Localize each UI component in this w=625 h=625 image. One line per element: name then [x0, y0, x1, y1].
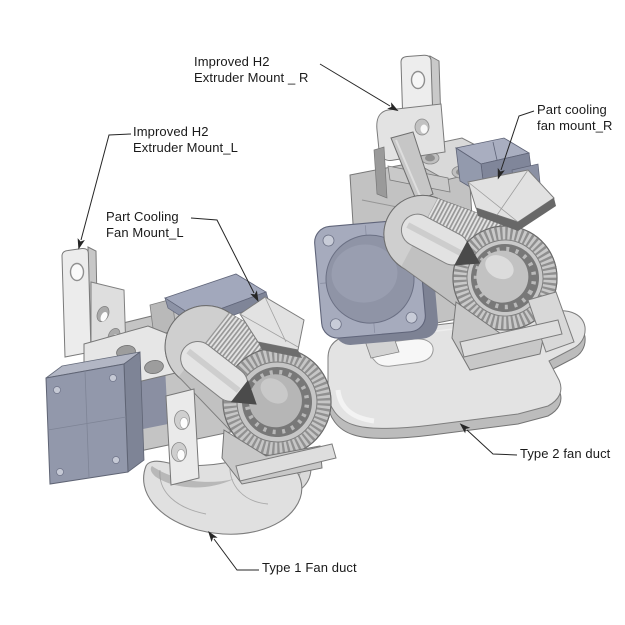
leader-extruder-mount-r — [319, 63, 399, 112]
lower-housing-left — [221, 429, 337, 485]
label-type1-fan-duct: Type 1 Fan duct — [262, 560, 357, 575]
label-fan-mount-l: Part Cooling Fan Mount_L — [106, 209, 184, 240]
lower-housing-right — [451, 291, 575, 371]
right-assembly — [314, 54, 586, 439]
motor-screw — [112, 456, 120, 464]
mount-hole — [414, 118, 430, 136]
leader-lines — [77, 63, 535, 571]
wedge-bracket-left — [239, 296, 305, 358]
leader-extruder-mount-l — [77, 133, 132, 250]
arm-hole — [144, 359, 164, 375]
leader-fan-mount-r — [497, 110, 535, 180]
label-extruder-mount-l: Improved H2 Extruder Mount_L — [133, 124, 238, 155]
hotend-barrel-right — [400, 213, 481, 266]
label-extruder-mount-r: Improved H2 Extruder Mount _ R — [194, 54, 309, 85]
fan-screw-hole — [322, 234, 335, 247]
counterbore-hole — [171, 442, 187, 462]
fan-screw-hole — [405, 311, 418, 324]
mount-hole — [69, 262, 85, 282]
counterbore-hole — [174, 410, 190, 430]
motor-screw — [56, 468, 64, 476]
leader-type2-fan-duct — [459, 423, 518, 456]
label-fan-mount-r: Part cooling fan mount_R — [537, 102, 613, 133]
left-assembly — [45, 246, 337, 535]
leader-fan-mount-l — [190, 217, 259, 302]
hotend-barrel-left — [180, 340, 257, 405]
wedge-bracket-right — [467, 169, 556, 231]
extruder-mount-l-part — [61, 246, 199, 389]
stepper-motor — [45, 351, 145, 485]
idler-lever — [390, 131, 434, 203]
leader-type1-fan-duct — [208, 530, 259, 571]
slot-hole — [96, 306, 110, 322]
mount-hole — [410, 70, 426, 90]
fan-screw-hole — [329, 318, 342, 331]
label-type2-fan-duct: Type 2 fan duct — [520, 446, 611, 461]
extruder-mount-r-part — [373, 54, 446, 203]
motor-screw — [53, 386, 61, 394]
front-bracket-plate — [165, 388, 200, 486]
motor-screw — [109, 374, 117, 382]
